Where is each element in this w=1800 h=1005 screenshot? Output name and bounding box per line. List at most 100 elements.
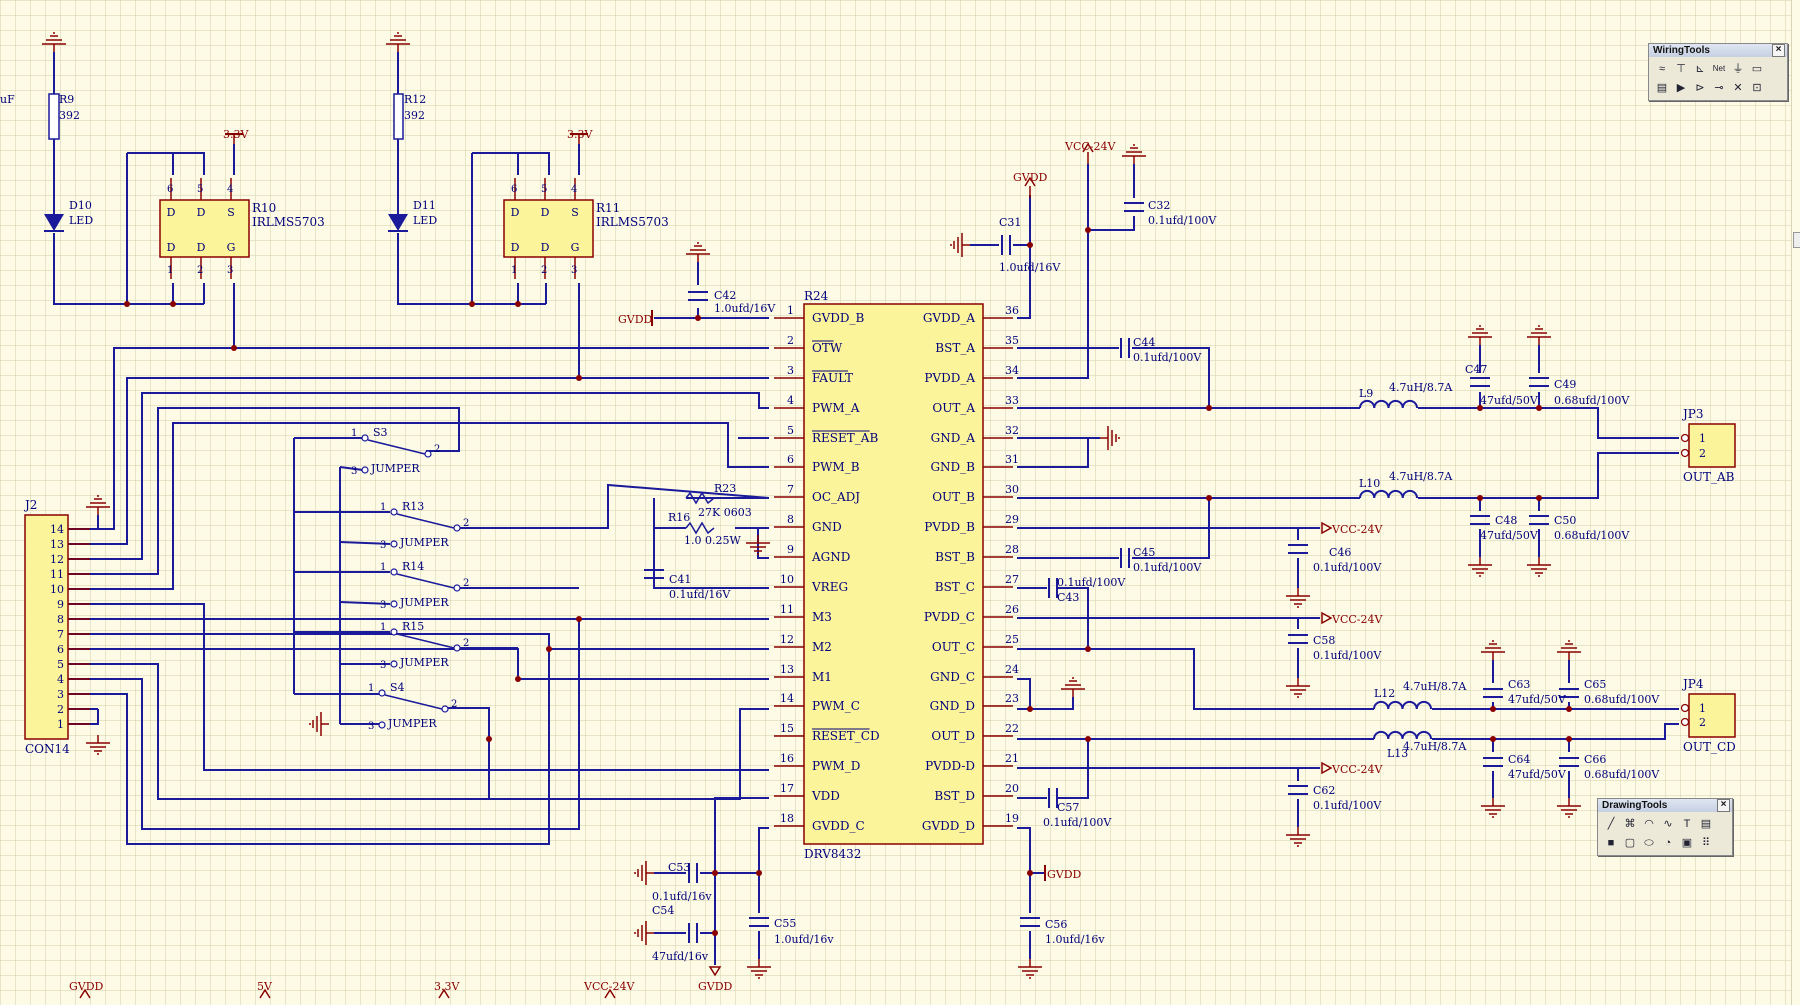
scroll-thumb[interactable] xyxy=(1793,232,1800,248)
ground-icon xyxy=(86,495,110,515)
ic-pin-num: 33 xyxy=(1005,394,1019,407)
array-tool-icon[interactable]: ⠿ xyxy=(1701,837,1711,849)
junction-dot xyxy=(124,301,130,307)
wire xyxy=(1017,827,1031,913)
vertical-scrollbar[interactable] xyxy=(1791,0,1800,1005)
ic-pin-name: BST_B xyxy=(935,550,975,564)
wire xyxy=(1017,195,1031,319)
ground-icon xyxy=(1061,677,1085,697)
roundrect-tool-icon[interactable]: ▢ xyxy=(1624,837,1636,849)
jumper-pin: 2 xyxy=(434,444,440,455)
ic-pin-num: 36 xyxy=(1005,304,1019,317)
j2-part: CON14 xyxy=(25,742,70,756)
drawing-tools-close-button[interactable]: × xyxy=(1717,799,1730,812)
jp3-part: OUT_AB xyxy=(1683,470,1735,484)
j2-pin-num: 7 xyxy=(57,628,64,641)
label-c48v: 47ufd/50V xyxy=(1480,529,1539,542)
ground-icon xyxy=(1527,557,1551,577)
ic-pin-num: 19 xyxy=(1005,812,1019,825)
label-c46: C46 xyxy=(1329,546,1351,559)
sheet-entry-icon[interactable]: ▶ xyxy=(1676,82,1686,94)
ic-pin-num: 16 xyxy=(780,752,794,765)
led-icon xyxy=(44,214,64,231)
resistor-zigzag xyxy=(685,521,715,535)
mosfet-pin-num: 3 xyxy=(571,265,577,276)
ellipse-tool-icon[interactable]: ⬭ xyxy=(1644,837,1654,849)
label-l13v: 4.7uH/8.7A xyxy=(1403,740,1467,753)
label-c42: C42 xyxy=(714,289,736,302)
textframe-tool-icon[interactable]: ▤ xyxy=(1700,818,1712,830)
ground-icon xyxy=(1286,588,1310,608)
jumper-contact xyxy=(390,660,398,668)
power-arrow-icon xyxy=(1321,761,1333,775)
label-c31: C31 xyxy=(999,216,1021,229)
probe-icon[interactable]: ⊡ xyxy=(1752,82,1762,94)
ic-pin-num: 26 xyxy=(1005,603,1019,616)
label-c57: C57 xyxy=(1057,801,1079,814)
jp3-pin xyxy=(1680,433,1690,443)
wiring-tools-palette[interactable]: WiringTools× ≈⊤⊾Net⏚▭▤▶⊳⊸✕⊡ xyxy=(1648,43,1788,101)
bus-entry-icon[interactable]: ⊾ xyxy=(1695,63,1705,75)
label-c43: C43 xyxy=(1057,591,1079,604)
arc-tool-icon[interactable]: ◠ xyxy=(1644,818,1654,830)
junction-dot xyxy=(515,301,521,307)
rectangle-tool-icon[interactable]: ■ xyxy=(1607,837,1615,849)
j2-pin-num: 8 xyxy=(57,613,64,626)
j2-pin-num: 1 xyxy=(57,718,64,731)
mosfet-pin-letter: D xyxy=(197,206,206,219)
power-arrow-icon xyxy=(1321,611,1333,625)
drawing-tools-palette[interactable]: DrawingTools× ╱⌘◠∿T▤■▢⬭◔▣⠿ xyxy=(1597,798,1733,856)
label-r16v: 1.0 0.25W xyxy=(684,534,741,547)
power-arrow-icon xyxy=(259,988,271,999)
sheet-symbol-icon[interactable]: ▤ xyxy=(1656,82,1668,94)
ground-icon xyxy=(950,233,970,257)
no-erc-icon[interactable]: ✕ xyxy=(1733,82,1743,94)
ic-pin-num: 7 xyxy=(787,483,794,496)
ic-pin-num: 28 xyxy=(1005,543,1019,556)
jumper-part: JUMPER xyxy=(370,462,420,475)
jumper-part: JUMPER xyxy=(387,717,437,730)
power-port-icon[interactable]: ⏚ xyxy=(1732,63,1744,75)
ic-pin-name: AGND xyxy=(811,550,850,564)
jumper-designator: S3 xyxy=(373,426,388,439)
connector-j2 xyxy=(24,514,69,740)
junction-icon[interactable]: ⊸ xyxy=(1714,82,1724,94)
ic-pin-num: 1 xyxy=(787,304,794,317)
wiring-tools-close-button[interactable]: × xyxy=(1772,44,1785,57)
label-b_5v: 5V xyxy=(257,980,273,993)
jumper-arm xyxy=(396,513,455,529)
pie-tool-icon[interactable]: ◔ xyxy=(1664,837,1672,849)
image-tool-icon[interactable]: ▣ xyxy=(1681,837,1693,849)
label-c44: C44 xyxy=(1133,336,1155,349)
label-c54v: 47ufd/16v xyxy=(652,950,709,963)
part-tool-icon[interactable]: ▭ xyxy=(1751,63,1763,75)
mosfet-pin-letter: D xyxy=(167,206,176,219)
jumper-part: JUMPER xyxy=(399,596,449,609)
jumper-contact xyxy=(378,721,386,729)
jp3-pin-num: 1 xyxy=(1699,432,1706,445)
ic-pin-num: 3 xyxy=(787,364,794,377)
mosfet-pin-num: 2 xyxy=(541,265,547,276)
wire xyxy=(339,601,391,605)
jumper-designator: S4 xyxy=(390,681,405,694)
bus-tool-icon[interactable]: ⊤ xyxy=(1676,63,1686,75)
inductor-coil xyxy=(1373,730,1432,740)
ic-pin-num: 31 xyxy=(1005,453,1019,466)
bezier-tool-icon[interactable]: ∿ xyxy=(1663,818,1673,830)
j2-pin-num: 13 xyxy=(50,538,64,551)
left-edge-label: uF xyxy=(0,93,15,106)
inductor-coil xyxy=(1359,399,1418,409)
symbols xyxy=(24,32,1736,999)
net-label-icon[interactable]: Net xyxy=(1712,64,1726,73)
port-tool-icon[interactable]: ⊳ xyxy=(1695,82,1705,94)
wire xyxy=(1030,697,1074,710)
line-tool-icon[interactable]: ╱ xyxy=(1607,818,1615,830)
label-c45v: 0.1ufd/100V xyxy=(1133,561,1202,574)
jumper-pin: 3 xyxy=(380,660,386,671)
wire-tool-icon[interactable]: ≈ xyxy=(1658,63,1666,75)
polygon-tool-icon[interactable]: ⌘ xyxy=(1624,818,1636,830)
ic-pin-num: 29 xyxy=(1005,513,1019,526)
inductor-coil xyxy=(1359,489,1418,499)
text-tool-icon[interactable]: T xyxy=(1683,818,1691,830)
